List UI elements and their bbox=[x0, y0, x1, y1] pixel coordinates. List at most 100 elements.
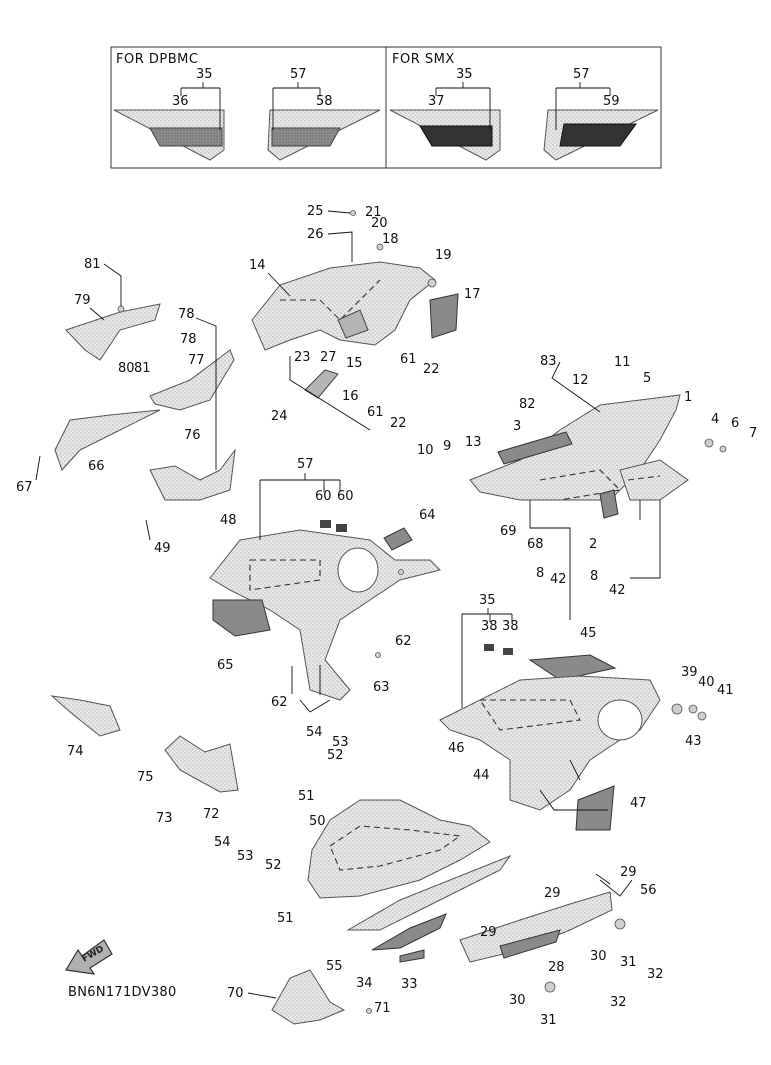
callout-50: 50 bbox=[309, 814, 326, 829]
callout-35: 35 bbox=[479, 593, 496, 608]
part-45 bbox=[528, 654, 617, 681]
part-39 bbox=[671, 703, 683, 715]
callout-38a: 38 bbox=[481, 619, 498, 634]
callout-66: 66 bbox=[88, 459, 105, 474]
callout-25: 25 bbox=[307, 204, 324, 219]
part-63 bbox=[375, 652, 381, 658]
callout-52b: 52 bbox=[265, 858, 282, 873]
decal-stripe-37 bbox=[419, 125, 493, 147]
callout-41: 41 bbox=[717, 683, 734, 698]
part-34 bbox=[371, 913, 447, 951]
diagram-code: BN6N171DV380 bbox=[68, 985, 177, 1000]
callout-19: 19 bbox=[435, 248, 452, 263]
callout-60a: 60 bbox=[315, 489, 332, 504]
callout-71: 71 bbox=[374, 1001, 391, 1016]
callout-31b: 31 bbox=[540, 1013, 557, 1028]
part-38b bbox=[503, 648, 513, 655]
decal-stripe-36 bbox=[149, 127, 223, 147]
part-38a bbox=[484, 644, 494, 651]
inset-callout-59: 59 bbox=[603, 94, 620, 109]
part-30b bbox=[544, 981, 556, 993]
inset-callout-35-left: 35 bbox=[196, 67, 213, 82]
callout-56: 56 bbox=[640, 883, 657, 898]
callout-79: 79 bbox=[74, 293, 91, 308]
callout-45: 45 bbox=[580, 626, 597, 641]
callout-11: 11 bbox=[614, 355, 631, 370]
callout-74: 74 bbox=[67, 744, 84, 759]
part-65 bbox=[212, 599, 271, 637]
callout-31a: 31 bbox=[620, 955, 637, 970]
inset-header-smx: FOR SMX bbox=[392, 52, 455, 67]
callout-77: 77 bbox=[188, 353, 205, 368]
callout-69: 69 bbox=[500, 524, 517, 539]
part-15 bbox=[337, 309, 369, 339]
fwd-arrow: FWD bbox=[65, 939, 113, 975]
callout-32b: 32 bbox=[610, 995, 627, 1010]
callout-72: 72 bbox=[203, 807, 220, 822]
callout-22a: 22 bbox=[423, 362, 440, 377]
callout-62b: 62 bbox=[271, 695, 288, 710]
callout-68: 68 bbox=[527, 537, 544, 552]
callout-57: 57 bbox=[297, 457, 314, 472]
part-72 bbox=[164, 735, 239, 793]
callout-15: 15 bbox=[346, 356, 363, 371]
part-60b bbox=[336, 524, 347, 532]
part-19 bbox=[427, 278, 437, 288]
parts-shapes bbox=[50, 210, 727, 1025]
part-41 bbox=[697, 711, 707, 721]
callout-82: 82 bbox=[519, 397, 536, 412]
callout-42a: 42 bbox=[550, 572, 567, 587]
callout-32a: 32 bbox=[647, 967, 664, 982]
callout-73: 73 bbox=[156, 811, 173, 826]
callout-5: 5 bbox=[643, 371, 651, 386]
callout-48: 48 bbox=[220, 513, 237, 528]
callout-81a: 81 bbox=[84, 257, 101, 272]
callout-65: 65 bbox=[217, 658, 234, 673]
callout-26: 26 bbox=[307, 227, 324, 242]
callout-23: 23 bbox=[294, 350, 311, 365]
callout-4: 4 bbox=[711, 412, 719, 427]
callout-63: 63 bbox=[373, 680, 390, 695]
callout-30a: 30 bbox=[590, 949, 607, 964]
inset-callout-36: 36 bbox=[172, 94, 189, 109]
callout-20: 20 bbox=[371, 216, 388, 231]
callout-2: 2 bbox=[589, 537, 597, 552]
part-57 bbox=[209, 529, 441, 701]
callout-14: 14 bbox=[249, 258, 266, 273]
variant-inset: FOR DPBMC FOR SMX 35 36 57 58 35 37 57 5… bbox=[110, 46, 662, 169]
part-62a bbox=[398, 569, 404, 575]
part-35 bbox=[439, 675, 661, 811]
inset-header-dpbmc: FOR DPBMC bbox=[116, 52, 198, 67]
part-4 bbox=[704, 438, 714, 448]
callout-53b: 53 bbox=[237, 849, 254, 864]
callout-61b: 61 bbox=[367, 405, 384, 420]
part-25 bbox=[350, 210, 356, 216]
callout-54a: 54 bbox=[306, 725, 323, 740]
callout-8b: 8 bbox=[590, 569, 598, 584]
callout-43: 43 bbox=[685, 734, 702, 749]
callout-67: 67 bbox=[16, 480, 33, 495]
callout-49: 49 bbox=[154, 541, 171, 556]
part-70 bbox=[271, 969, 346, 1025]
inset-callout-57-right: 57 bbox=[573, 67, 590, 82]
part-50 bbox=[307, 799, 491, 899]
part-55 bbox=[346, 854, 512, 931]
part-33 bbox=[399, 949, 425, 963]
callout-55: 55 bbox=[326, 959, 343, 974]
callout-9: 9 bbox=[443, 439, 451, 454]
callout-76: 76 bbox=[184, 428, 201, 443]
callout-38b: 38 bbox=[502, 619, 519, 634]
callout-51b: 51 bbox=[277, 911, 294, 926]
callout-39: 39 bbox=[681, 665, 698, 680]
decal-stripe-59 bbox=[559, 123, 637, 147]
part-1b bbox=[619, 459, 689, 501]
part-47 bbox=[575, 785, 615, 831]
part-30a bbox=[614, 918, 626, 930]
callout-52a: 52 bbox=[327, 748, 344, 763]
callout-81b: 81 bbox=[134, 361, 151, 376]
part-71 bbox=[366, 1008, 372, 1014]
callout-78b: 78 bbox=[180, 332, 197, 347]
callout-22b: 22 bbox=[390, 416, 407, 431]
callout-44: 44 bbox=[473, 768, 490, 783]
callout-29b: 29 bbox=[544, 886, 561, 901]
